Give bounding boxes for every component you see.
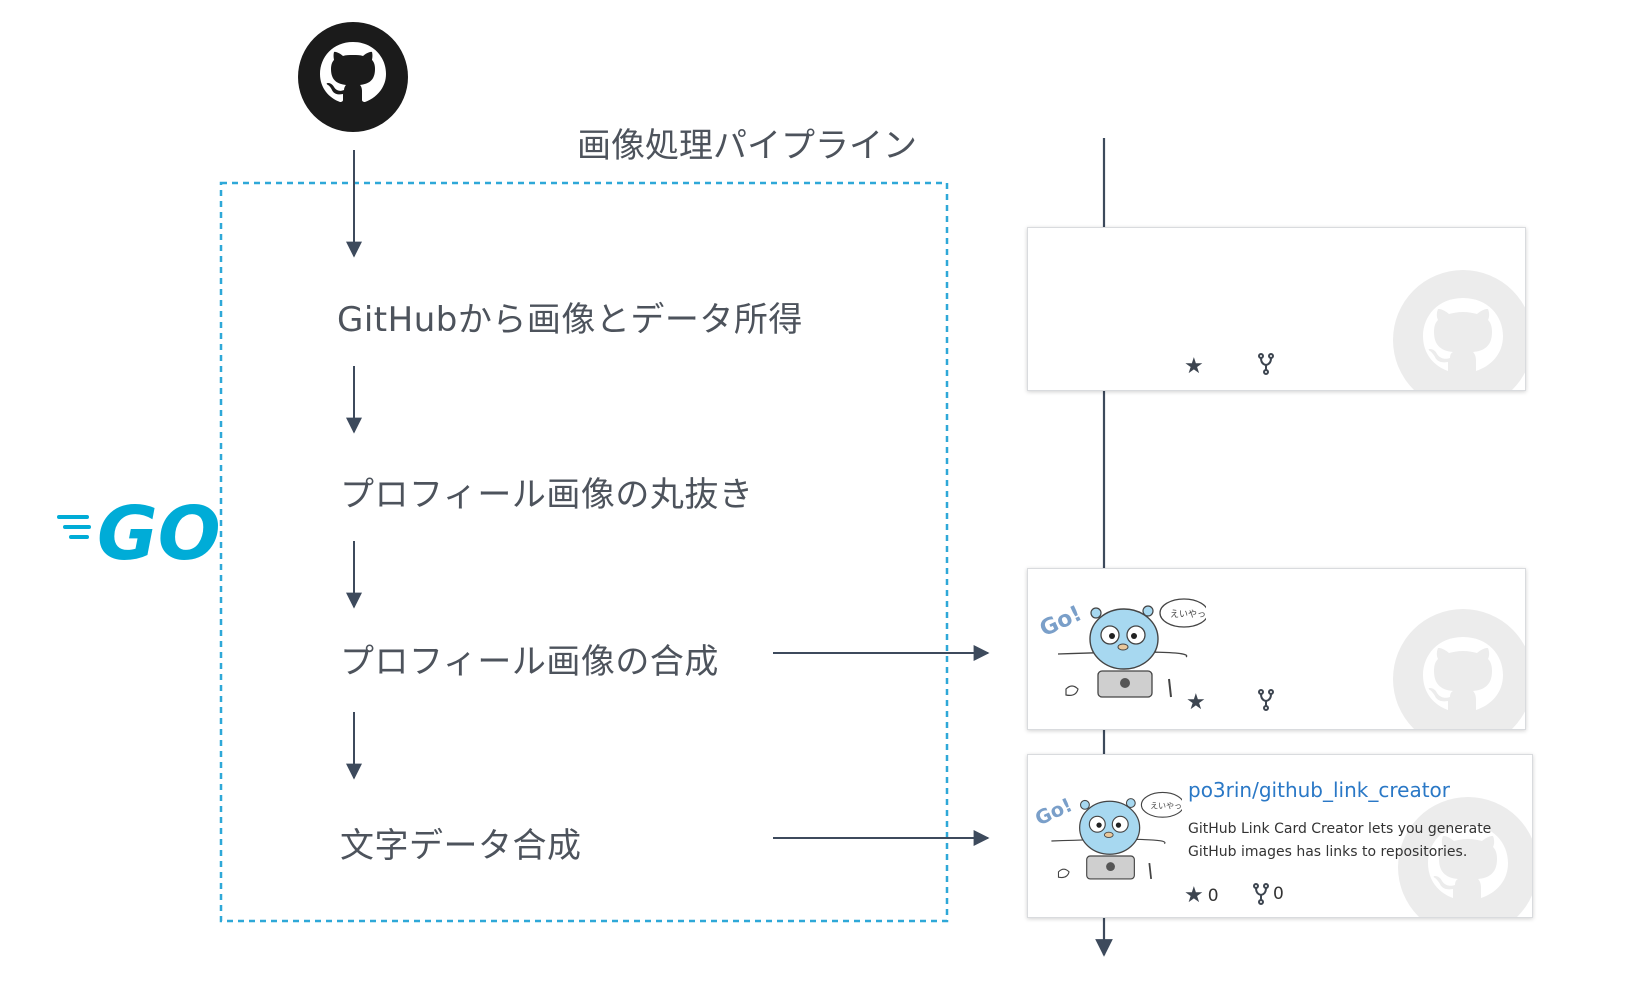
svg-text:GO: GO [97,493,221,569]
fork-stat [1258,689,1274,711]
star-stat: ★ [1184,354,1204,379]
gopher-avatar: Go! えいやっと [1036,598,1206,698]
repo-name-link[interactable]: po3rin/github_link_creator [1188,778,1451,802]
fork-stat: 0 [1253,883,1284,905]
octocat-watermark-icon [1398,797,1532,917]
step-fetch-github: GitHubから画像とデータ所得 [337,300,803,340]
svg-text:Go!: Go! [1032,793,1076,830]
octocat-watermark-icon [1393,270,1525,390]
octocat-watermark-icon [1393,609,1525,729]
go-processing-box [219,181,949,923]
svg-text:えいやっと: えいやっと [1150,801,1182,810]
star-count: 0 [1207,885,1219,906]
svg-text:Go!: Go! [1036,601,1086,642]
go-logo: GO [57,493,221,569]
fork-icon [1258,353,1274,375]
github-octocat-icon [298,22,408,132]
step-composite-text: 文字データ合成 [340,826,582,866]
pipeline-title: 画像処理パイプライン [577,126,917,166]
star-icon: ★ [1184,354,1204,379]
fork-icon [1258,689,1274,711]
fork-stat [1258,353,1274,375]
star-icon: ★ [1184,883,1204,908]
gopher-avatar: Go! えいやっと [1032,791,1182,880]
card-final: Go! えいやっと po3rin/github_link_creator Git… [1027,754,1533,918]
fork-count: 0 [1273,884,1284,904]
svg-text:えいやっと: えいやっと [1170,609,1206,620]
star-stat: ★ 0 [1184,883,1219,908]
star-icon: ★ [1186,690,1206,715]
star-stat: ★ [1186,690,1206,715]
card-with-avatar: Go! えいやっと ★ [1027,568,1526,730]
repo-description: GitHub Link Card Creator lets you genera… [1188,821,1492,860]
step-composite-image: プロフィール画像の合成 [340,642,719,682]
step-circle-crop: プロフィール画像の丸抜き [340,475,754,515]
fork-icon [1253,883,1269,905]
card-template-empty: ★ [1027,227,1526,391]
